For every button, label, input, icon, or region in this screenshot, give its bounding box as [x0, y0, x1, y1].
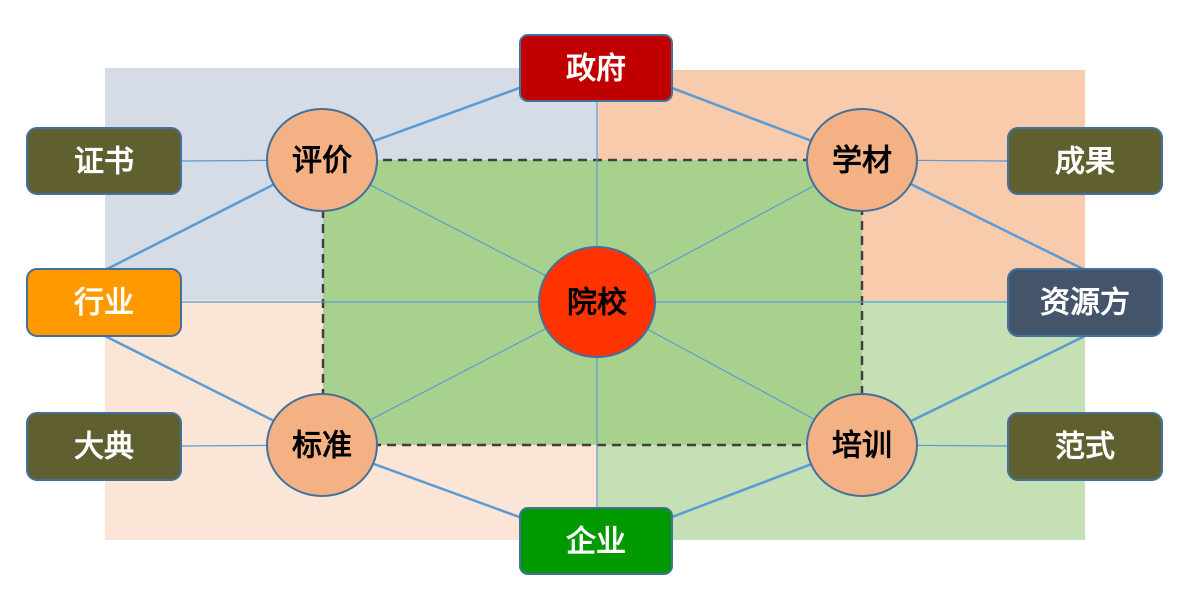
training-label: 培训	[832, 429, 892, 464]
results-label: 成果	[1055, 145, 1115, 180]
dictionary-label: 大典	[74, 430, 134, 465]
evaluation-label: 评价	[292, 144, 352, 179]
node-standards: 标准	[266, 393, 378, 497]
resource-provider-label: 资源方	[1040, 286, 1130, 321]
node-evaluation: 评价	[266, 108, 378, 212]
college-label: 院校	[567, 286, 627, 321]
node-training: 培训	[806, 393, 918, 497]
node-government: 政府	[519, 34, 673, 102]
industry-label: 行业	[73, 286, 134, 321]
certificate-label: 证书	[74, 145, 134, 180]
node-industry: 行业	[26, 268, 182, 337]
node-results: 成果	[1007, 127, 1163, 195]
enterprise-label: 企业	[566, 525, 626, 560]
node-dictionary: 大典	[26, 412, 182, 481]
node-materials: 学材	[806, 108, 918, 212]
node-resource-provider: 资源方	[1007, 268, 1163, 337]
node-paradigm: 范式	[1007, 412, 1163, 481]
node-certificate: 证书	[26, 127, 182, 195]
node-enterprise: 企业	[519, 507, 673, 575]
node-college: 院校	[538, 246, 656, 358]
government-label: 政府	[566, 52, 626, 87]
materials-label: 学材	[832, 144, 892, 179]
paradigm-label: 范式	[1055, 430, 1115, 465]
standards-label: 标准	[292, 429, 352, 464]
